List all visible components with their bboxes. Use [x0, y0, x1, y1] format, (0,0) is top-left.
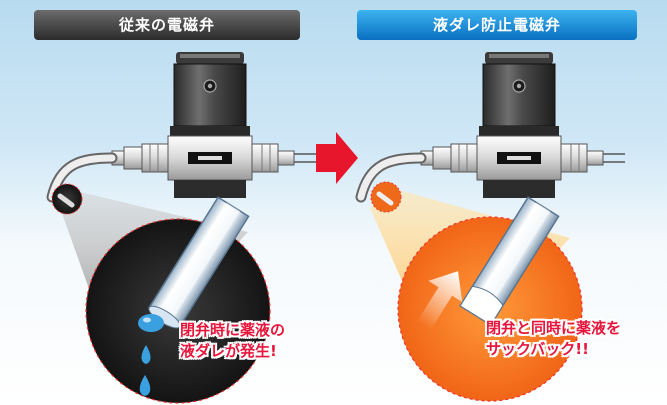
right-caption: 閉弁と同時に薬液を サックバック!!: [486, 318, 621, 360]
left-caption-line2: 液ダレが発生!: [180, 342, 277, 360]
right-caption-line1: 閉弁と同時に薬液を: [486, 319, 622, 337]
liquid-bead: [138, 314, 164, 332]
left-caption-line1: 閉弁時に薬液の: [180, 321, 286, 339]
right-arrow-icon: [316, 132, 358, 184]
water-drop-icon: [141, 345, 151, 364]
right-caption-line2: サックバック!!: [486, 340, 589, 358]
conventional-valve: [52, 52, 316, 404]
anti-drip-valve: [361, 52, 625, 402]
water-drop-icon: [139, 375, 151, 396]
anti-drip-valve-label: 液ダレ防止電磁弁: [357, 10, 637, 40]
conventional-valve-label: 従来の電磁弁: [34, 10, 300, 40]
left-caption: 閉弁時に薬液の 液ダレが発生!: [180, 320, 285, 362]
up-arrow-icon: [417, 271, 463, 330]
